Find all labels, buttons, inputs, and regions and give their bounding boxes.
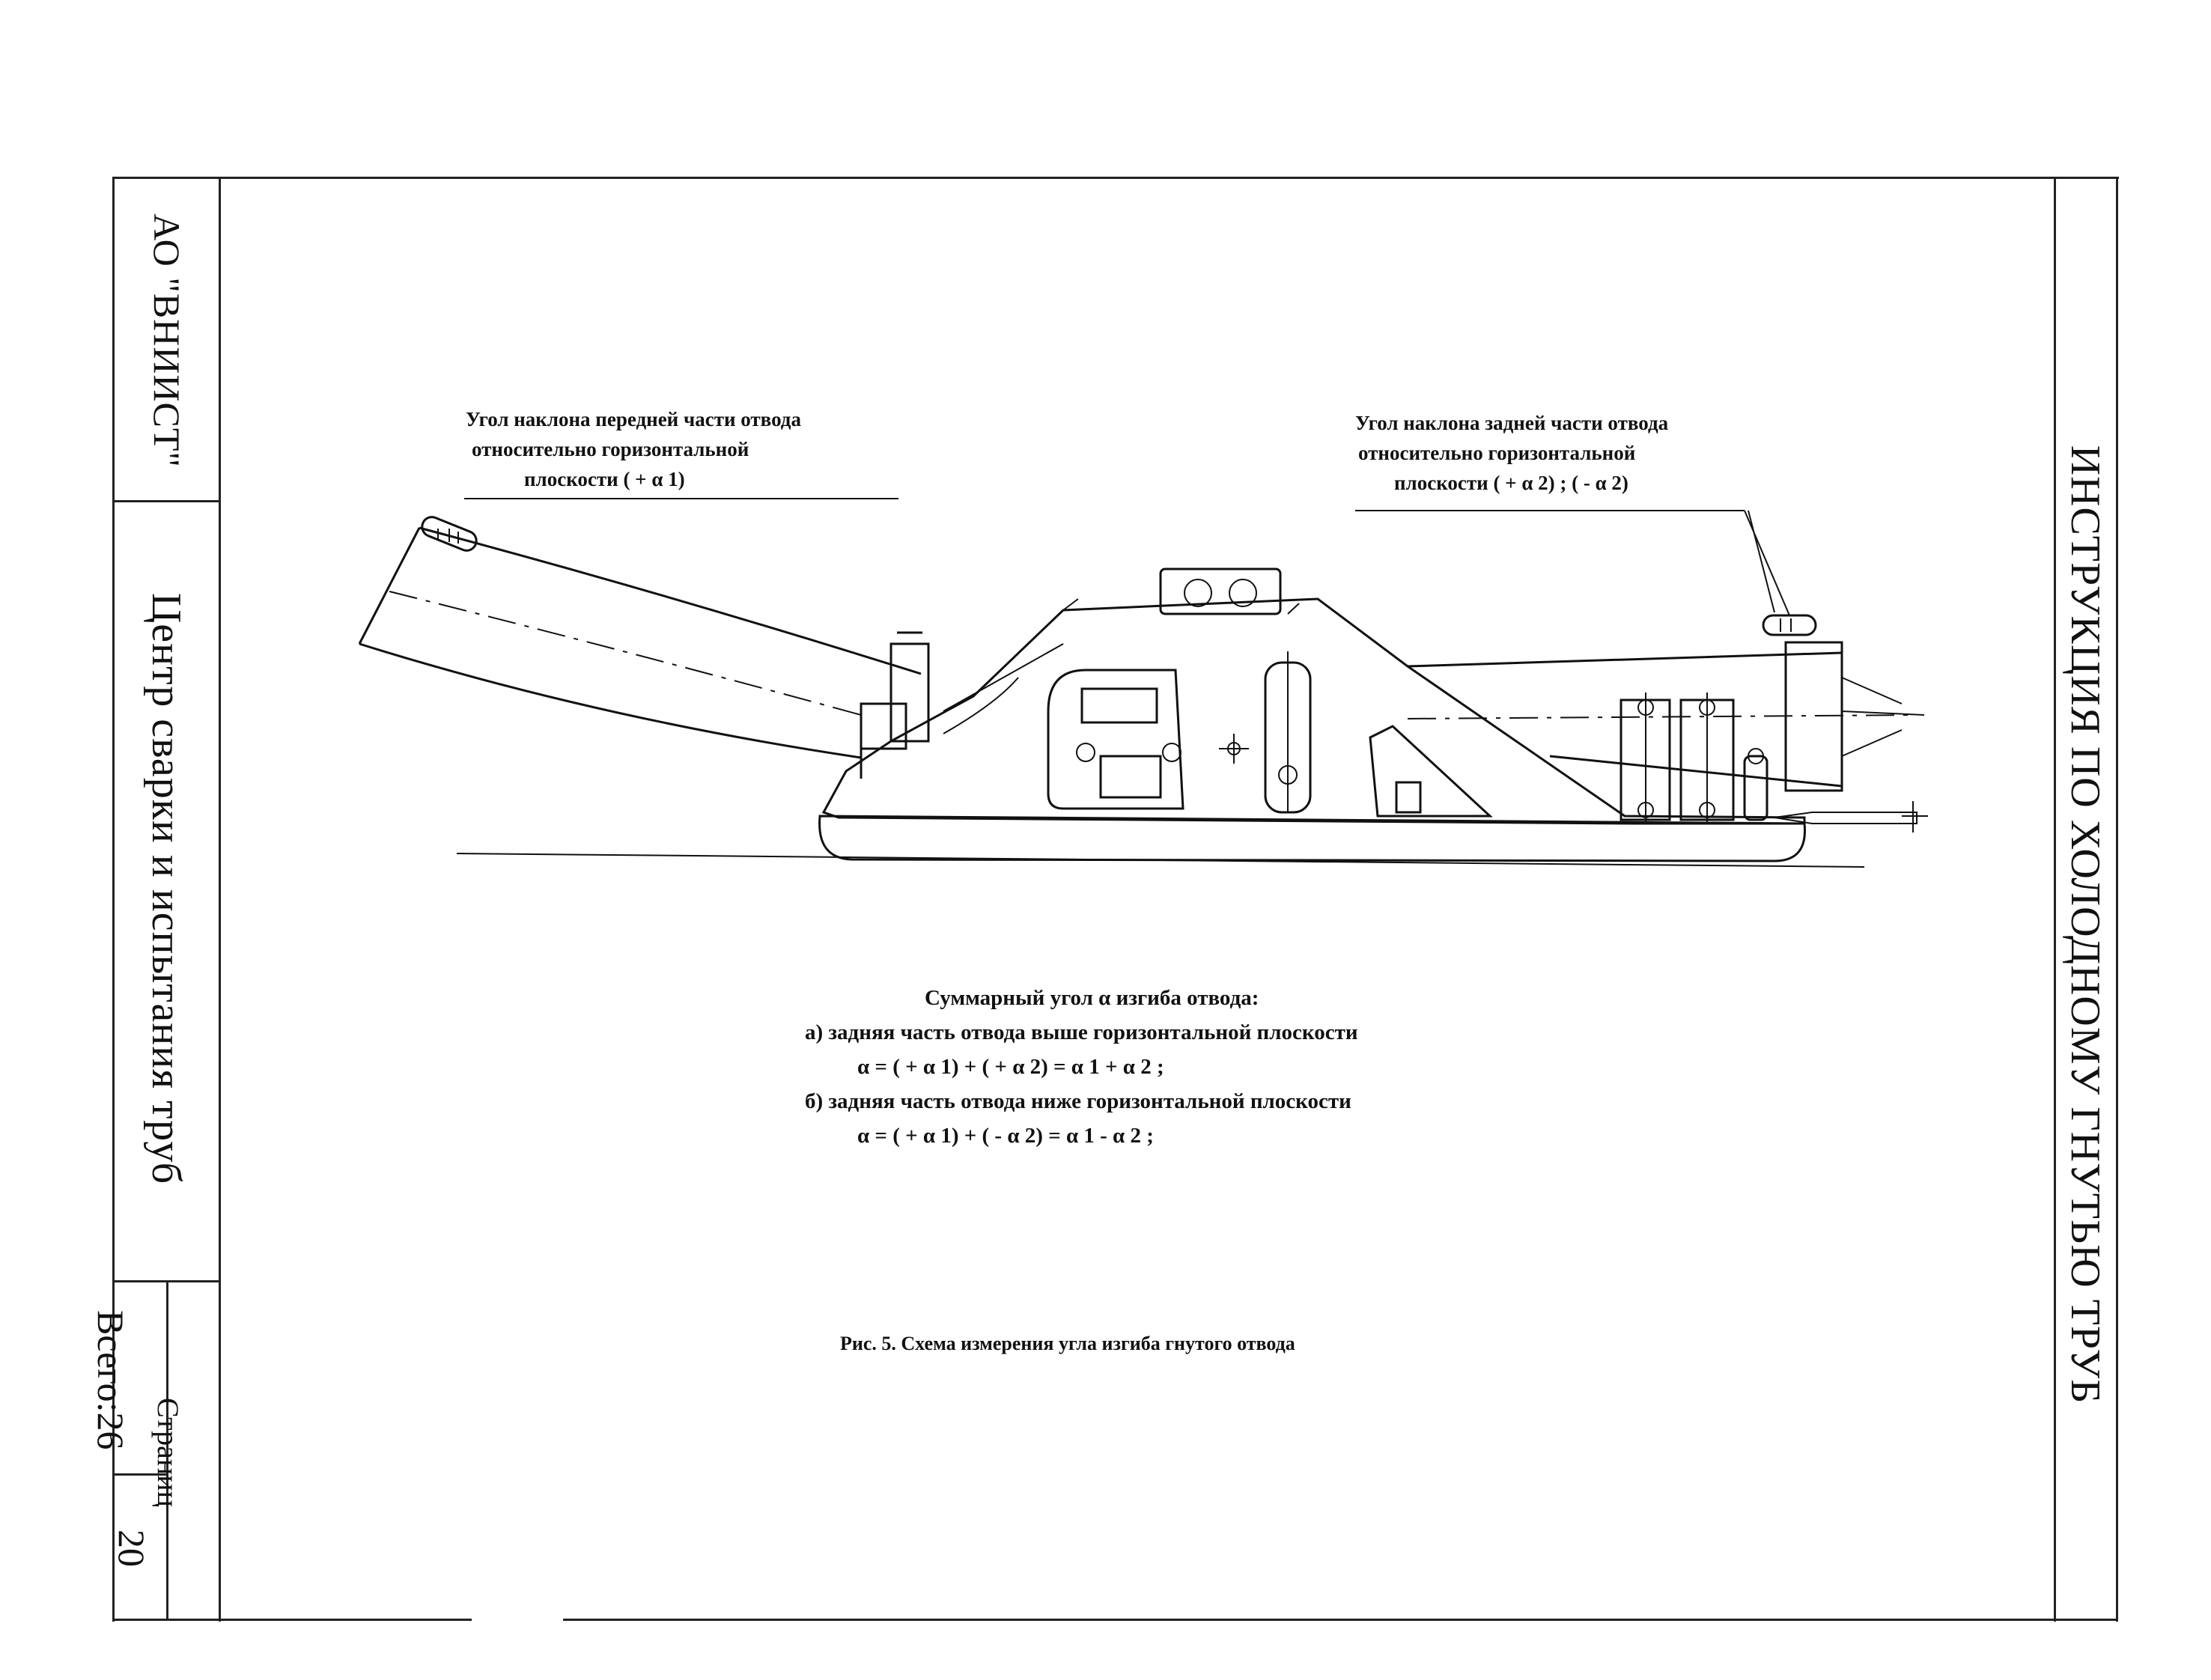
hydraulic-window xyxy=(1047,669,1184,810)
stamp-divider-3 xyxy=(166,1280,168,1621)
formula-heading: Суммарный угол α изгиба отвода: xyxy=(925,986,1259,1010)
machine-track xyxy=(818,815,1806,862)
rear-pipe-axis xyxy=(1407,714,1917,719)
frame-bottom-line-right xyxy=(563,1619,2117,1621)
rear-level-gauge xyxy=(1762,614,1817,636)
machine-body xyxy=(821,597,1806,825)
front-angle-label-line2: относительно горизонтальной xyxy=(472,438,749,460)
rear-nose xyxy=(1774,812,1917,824)
bent-pipe-lower-edge xyxy=(359,642,862,759)
case-a-text: а) задняя часть отвода выше горизонтальн… xyxy=(805,1020,1358,1044)
bent-pipe-axis xyxy=(389,591,862,716)
front-angle-label: Угол наклона передней части отвода относ… xyxy=(466,404,801,494)
front-roller-support xyxy=(889,642,930,743)
bent-pipe-end xyxy=(358,527,421,645)
stamp-divider-1 xyxy=(112,500,220,502)
front-level-gauge xyxy=(421,516,478,552)
frame-bottom-line-left xyxy=(112,1619,472,1621)
rear-angle-label-line3: плоскости ( + α 2) ; ( - α 2) xyxy=(1394,472,1628,494)
rear-angle-label-line1: Угол наклона задней части отвода xyxy=(1355,412,1669,434)
front-angle-label-line1: Угол наклона передней части отвода xyxy=(466,408,801,430)
front-angle-label-line3: плоскости ( + α 1) xyxy=(524,468,685,490)
rear-angle-label: Угол наклона задней части отвода относит… xyxy=(1355,408,1668,498)
rear-leader-1 xyxy=(1744,510,1790,616)
rear-window xyxy=(1369,725,1493,818)
rear-pipe-lower-edge xyxy=(1549,755,1843,788)
formula-block: Суммарный угол α изгиба отвода: а) задня… xyxy=(805,981,1358,1153)
rear-leader-2 xyxy=(1748,510,1775,613)
bent-pipe-upper-edge xyxy=(419,526,922,675)
figure-caption: Рис. 5. Схема измерения угла изгиба гнут… xyxy=(840,1333,1295,1354)
top-drive-unit xyxy=(1159,567,1282,615)
rear-pipe-upper-edge xyxy=(1407,651,1843,668)
frame-right-line xyxy=(2116,177,2118,1622)
formula-b: α = ( + α 1) + ( - α 2) = α 1 - α 2 ; xyxy=(857,1124,1154,1148)
front-cable xyxy=(943,643,1064,712)
rear-angle-label-line2: относительно горизонтальной xyxy=(1358,442,1636,464)
rear-pipe-clamp xyxy=(1784,641,1843,792)
case-b-text: б) задняя часть отвода ниже горизонтальн… xyxy=(805,1089,1351,1113)
frame-left-line xyxy=(112,177,115,1622)
formula-a: α = ( + α 1) + ( + α 2) = α 1 + α 2 ; xyxy=(857,1055,1164,1079)
stamp-divider-4 xyxy=(112,1473,168,1476)
frame-top-line xyxy=(112,177,2119,179)
title-left-line xyxy=(2054,177,2056,1622)
stamp-right-line xyxy=(219,177,221,1622)
